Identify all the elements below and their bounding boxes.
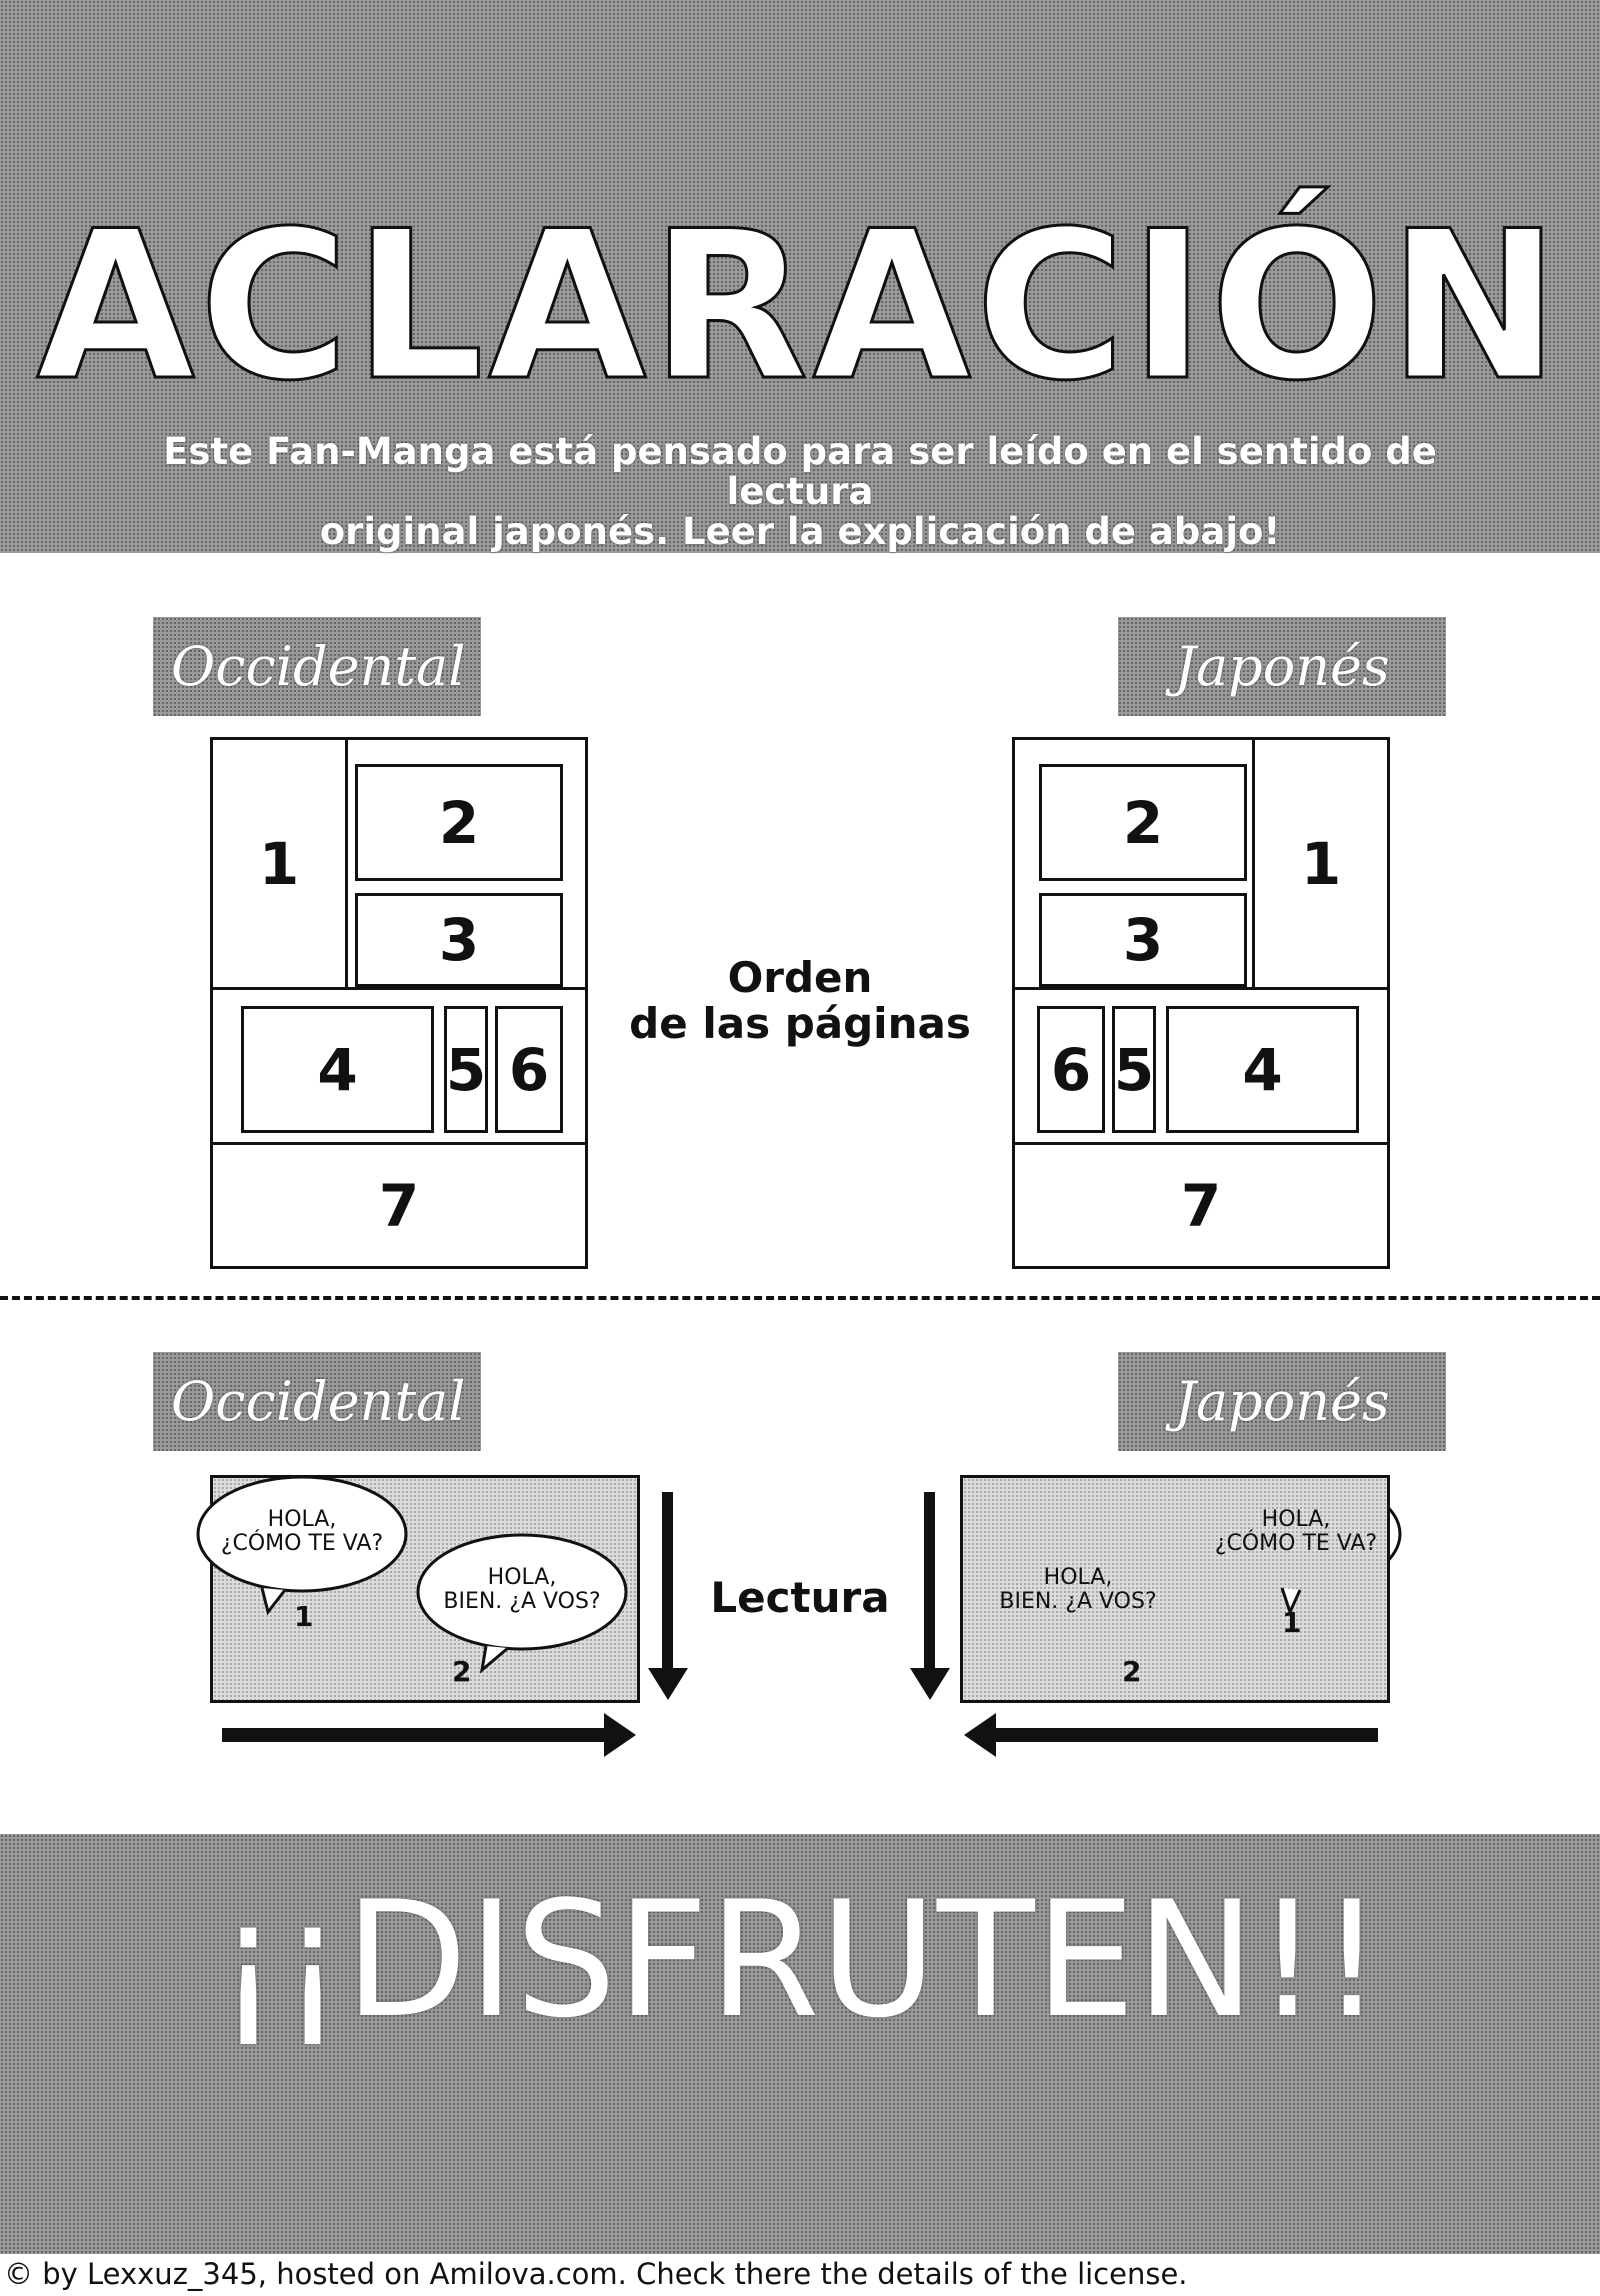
occidental-page-layout: 1 2 3 4 5 6 7 bbox=[210, 737, 588, 1269]
tag-occidental-reading: Occidental bbox=[153, 1352, 481, 1451]
occidental-bubble-1-text: HOLA, ¿CÓMO TE VA? bbox=[198, 1508, 406, 1556]
subtitle: Este Fan-Manga está pensado para ser leí… bbox=[120, 432, 1480, 552]
japones-panel-2: 2 bbox=[1039, 764, 1247, 881]
header-band bbox=[0, 0, 1600, 553]
page-order-label-line-1: Orden bbox=[727, 953, 873, 1002]
occidental-row-divider-1 bbox=[213, 987, 585, 990]
japones-bubble-2-number: 2 bbox=[1122, 1655, 1142, 1688]
japones-bubble-1-number: 1 bbox=[1282, 1606, 1302, 1639]
japones-bubble-1-line-2: ¿CÓMO TE VA? bbox=[1214, 1531, 1378, 1556]
japones-panel-6: 6 bbox=[1037, 1006, 1105, 1133]
japones-bubble-2-text: HOLA, BIEN. ¿A VOS? bbox=[974, 1566, 1182, 1614]
occidental-panel-6: 6 bbox=[495, 1006, 563, 1133]
japones-row-divider-1 bbox=[1015, 987, 1387, 990]
japones-panel-5: 5 bbox=[1112, 1006, 1156, 1133]
tag-occidental-order: Occidental bbox=[153, 617, 481, 716]
footer-band bbox=[0, 1834, 1600, 2254]
page-title: ACLARACIÓN bbox=[35, 188, 1564, 426]
japones-panel-3: 3 bbox=[1039, 893, 1247, 987]
subtitle-line-2: original japonés. Leer la explicación de… bbox=[319, 510, 1281, 553]
subtitle-line-1: Este Fan-Manga está pensado para ser leí… bbox=[163, 430, 1437, 513]
occidental-bubble-1-number: 1 bbox=[294, 1600, 314, 1633]
reading-label: Lectura bbox=[710, 1573, 890, 1622]
japones-panel-4: 4 bbox=[1166, 1006, 1359, 1133]
occidental-panel-2: 2 bbox=[355, 764, 563, 881]
occidental-bubble-1-line-2: ¿CÓMO TE VA? bbox=[220, 1531, 384, 1556]
occidental-panel-5: 5 bbox=[444, 1006, 488, 1133]
occidental-bubble-2-line-1: HOLA, bbox=[487, 1565, 557, 1590]
occidental-bubble-2-line-2: BIEN. ¿A VOS? bbox=[443, 1589, 601, 1614]
license-credit: © by Lexxuz_345, hosted on Amilova.com. … bbox=[4, 2257, 1188, 2291]
japones-page-layout: 1 2 3 4 5 6 7 bbox=[1012, 737, 1390, 1269]
occidental-bubble-1-line-1: HOLA, bbox=[267, 1507, 337, 1532]
page-order-label: Orden de las páginas bbox=[600, 955, 1000, 1047]
tag-japones-order: Japonés bbox=[1118, 617, 1446, 716]
japones-row-divider-2 bbox=[1015, 1142, 1387, 1145]
page-order-label-line-2: de las páginas bbox=[629, 999, 971, 1048]
occidental-bubble-2-number: 2 bbox=[452, 1655, 472, 1688]
japones-panel-7: 7 bbox=[1180, 1171, 1222, 1240]
occidental-bubble-2-text: HOLA, BIEN. ¿A VOS? bbox=[418, 1566, 626, 1614]
footer-title: ¡¡DISFRUTEN!! bbox=[216, 1866, 1384, 2053]
occidental-row-divider-2 bbox=[213, 1142, 585, 1145]
occidental-panel-4: 4 bbox=[241, 1006, 434, 1133]
japones-reading-panel bbox=[960, 1475, 1390, 1703]
section-divider bbox=[0, 1296, 1600, 1300]
japones-bubble-2-line-2: BIEN. ¿A VOS? bbox=[999, 1589, 1157, 1614]
occidental-panel-7: 7 bbox=[378, 1171, 420, 1240]
japones-bubble-1-text: HOLA, ¿CÓMO TE VA? bbox=[1192, 1508, 1400, 1556]
tag-japones-reading: Japonés bbox=[1118, 1352, 1446, 1451]
occidental-panel-3: 3 bbox=[355, 893, 563, 987]
japones-bubble-2-line-1: HOLA, bbox=[1043, 1565, 1113, 1590]
japones-bubble-1-line-1: HOLA, bbox=[1261, 1507, 1331, 1532]
